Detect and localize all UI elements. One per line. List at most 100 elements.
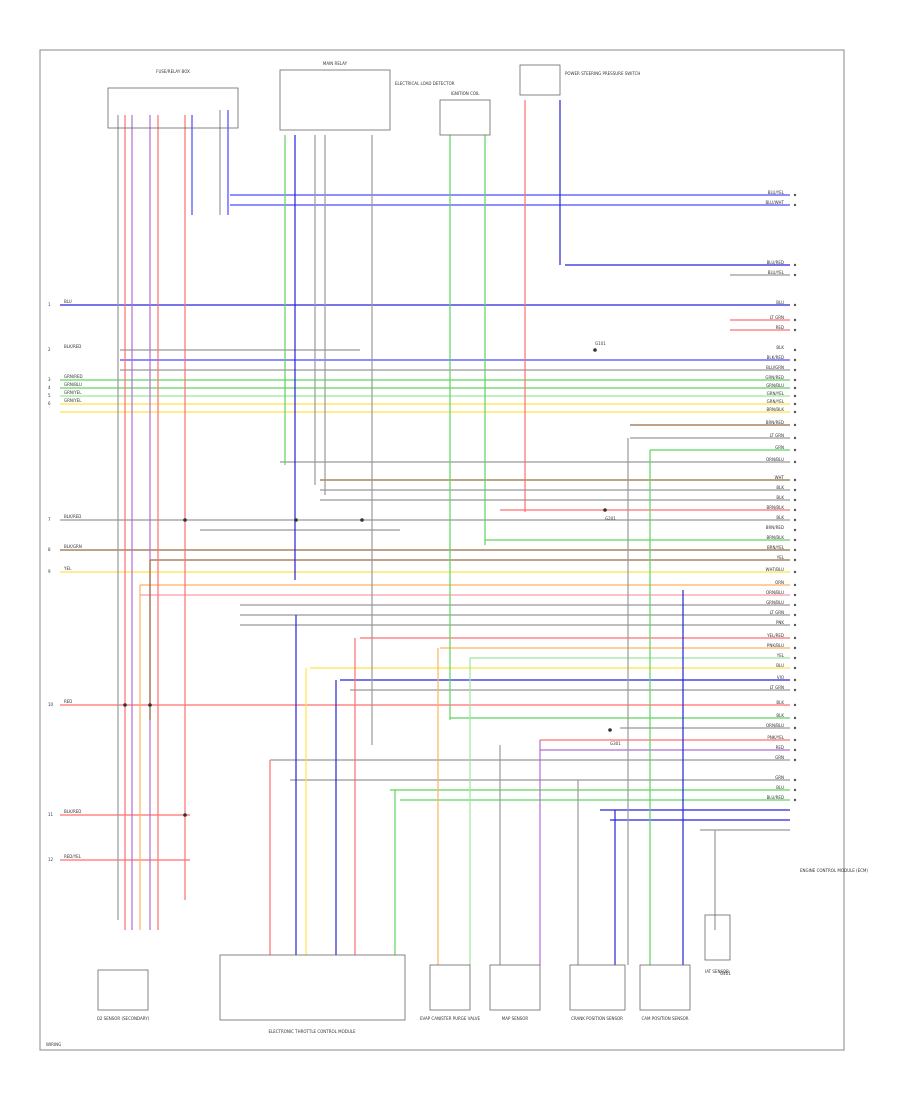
components-layer [97, 64, 797, 1021]
left-ref-number: 12 [48, 857, 54, 862]
wire-color-label: BLK [776, 713, 784, 718]
ecm-pin [793, 570, 797, 574]
left-ref-number: 6 [48, 401, 51, 406]
wire-color-label: LT GRN [770, 610, 784, 615]
ecm-pin [793, 748, 797, 752]
left-wire-label: RED/YEL [64, 854, 82, 859]
wire-color-label: GRN [775, 445, 784, 450]
ecm-pin [793, 368, 797, 372]
ecm-pin [793, 402, 797, 406]
wire-color-label: LT GRN [770, 315, 784, 320]
wire-color-label: BLK [776, 700, 784, 705]
wire-color-label: BRN/RED [766, 525, 784, 530]
ecm-pin [793, 636, 797, 640]
wire-color-label: GRN/RED [765, 375, 784, 380]
wire-color-label: ORN/BLU [766, 457, 784, 462]
wire-color-label: BRN/BLK [767, 505, 785, 510]
wire-color-label: BLK/RED [767, 355, 784, 360]
wire-color-label: RED [776, 745, 784, 750]
wire-color-label: PNK/BLU [767, 643, 784, 648]
wire-color-label: YEL [776, 555, 785, 560]
ecm-pin [793, 488, 797, 492]
ground-label: G401 [720, 971, 731, 976]
splice-dot [148, 703, 152, 707]
splice-dot [183, 518, 187, 522]
wire-color-label: GRN/YEL [767, 391, 785, 396]
ecm-pin [793, 778, 797, 782]
wire-color-label: BLU/WHT [766, 200, 785, 205]
ecm-pin [793, 423, 797, 427]
ecm-pin [793, 798, 797, 802]
bottom-component [97, 969, 149, 1011]
wire-color-label: PNK/YEL [767, 735, 784, 740]
bottom-component [429, 964, 471, 1011]
splice-dot [360, 518, 364, 522]
top-component-label: FUSE/RELAY BOX [156, 69, 190, 74]
ecm-pin [793, 603, 797, 607]
ecm-pin [793, 623, 797, 627]
wire-color-label: WHT/BLU [766, 567, 785, 572]
ecm-pin [793, 318, 797, 322]
footer-code: WIRING [46, 1042, 61, 1047]
wire-color-label: WHT [775, 475, 785, 480]
ecm-pin [793, 328, 797, 332]
left-ref-number: 5 [48, 393, 51, 398]
wire-color-label: YEL/RED [766, 633, 784, 638]
ecm-pin [793, 386, 797, 390]
left-ref-number: 8 [48, 547, 51, 552]
left-wire-label: GRN/YEL [64, 398, 82, 403]
bottom-component-label: ELECTRONIC THROTTLE CONTROL MODULE [268, 1029, 356, 1034]
ecm-pin [793, 460, 797, 464]
wire-color-label: PNK [776, 620, 784, 625]
left-wire-label: BLK/GRN [64, 544, 82, 549]
ecm-pin [793, 716, 797, 720]
ground-label: G101 [595, 341, 606, 346]
wire-color-label: BLK [776, 495, 784, 500]
left-ref-number: 11 [48, 812, 54, 817]
ecm-pin [793, 788, 797, 792]
bottom-component [569, 964, 626, 1011]
ecm-pin [793, 263, 797, 267]
ecm-pin [793, 738, 797, 742]
ecm-pin [793, 758, 797, 762]
wire-color-label: GRN/BLU [766, 383, 784, 388]
bottom-component [704, 914, 731, 961]
left-ref-number: 10 [48, 702, 54, 707]
left-wire-label: BLK/RED [64, 514, 81, 519]
ground-label: G301 [610, 741, 621, 746]
wire-color-label: GRN [775, 755, 784, 760]
ecm-pin [793, 688, 797, 692]
wire-color-label: GRN [775, 775, 784, 780]
ecm-pin [793, 203, 797, 207]
top-component-label: MAIN RELAY [323, 61, 348, 66]
bottom-component-label: CAM POSITION SENSOR [641, 1016, 688, 1021]
wire-color-label: BRN/RED [766, 420, 784, 425]
wire-color-label: BRN/BLK [767, 535, 785, 540]
bottom-component-label: CRANK POSITION SENSOR [571, 1016, 623, 1021]
wire-color-label: BLU [776, 300, 784, 305]
ecm-pin [793, 508, 797, 512]
wire-color-label: LT GRN [770, 433, 784, 438]
top-component-label: IGNITION COIL [451, 91, 481, 96]
bottom-component-label: MAP SENSOR [502, 1016, 529, 1021]
wire-color-label: BLU [776, 785, 784, 790]
ecm-label: ENGINE CONTROL MODULE (ECM) [800, 868, 868, 873]
ignition-coil [439, 99, 491, 136]
ecm-pin [793, 678, 797, 682]
ecm-pin [793, 498, 797, 502]
diagram-border [39, 49, 845, 1051]
wire-color-label: BLU/YEL [768, 190, 785, 195]
left-wire-label: BLU [64, 299, 72, 304]
ecm-pin [793, 448, 797, 452]
ecm-pin [793, 410, 797, 414]
ecm-pin [793, 528, 797, 532]
power-steering-switch [519, 64, 561, 96]
left-ref-number: 3 [48, 377, 51, 382]
ecm-pin [793, 303, 797, 307]
wire-color-label: YEL [776, 653, 785, 658]
left-wire-label: GRN/BLU [64, 382, 82, 387]
ecm-pin [793, 666, 797, 670]
wire-color-label: BLK [776, 345, 784, 350]
splice-dot [608, 728, 612, 732]
